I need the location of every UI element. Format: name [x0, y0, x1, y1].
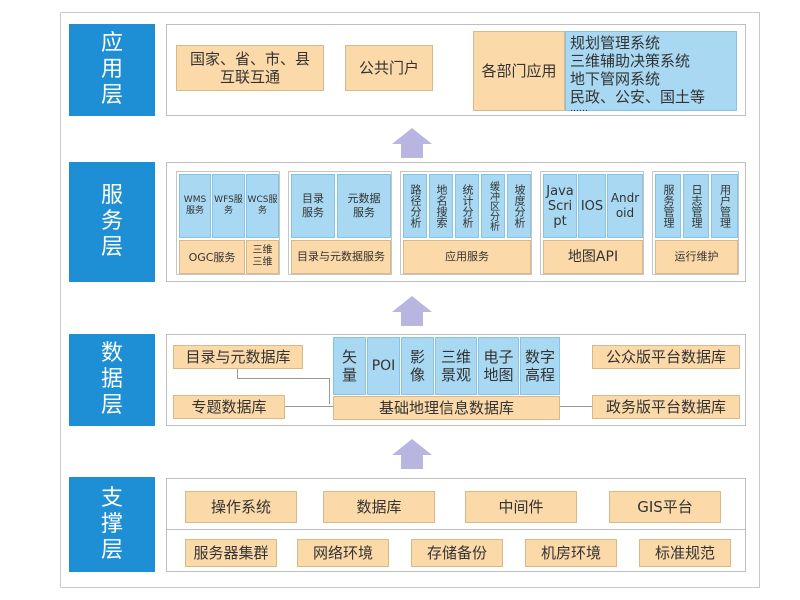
ogc-service-group: WMS服务 WFS服务 WCS服务 OGC服务 三维三维 — [176, 171, 280, 275]
catalog-service-label: 目录与元数据服务 — [291, 240, 391, 274]
wcs-service-box: WCS服务 — [246, 174, 279, 238]
service-management-box: 服务管理 — [655, 174, 681, 238]
ogc-service-label: OGC服务 — [179, 240, 245, 274]
operations-group: 服务管理 日志管理 用户管理 运行维护 — [652, 171, 739, 275]
operations-label: 运行维护 — [655, 240, 738, 274]
department-systems-list: 规划管理系统 三维辅助决策系统 地下管网系统 民政、公安、国土等 …… — [565, 31, 737, 114]
android-api-box: Android — [607, 174, 643, 238]
place-search-box: 地名搜索 — [429, 174, 453, 238]
javascript-api-box: Java Script — [543, 174, 577, 238]
connector-line — [560, 406, 592, 407]
metadata-service-box: 元数据服务 — [337, 174, 391, 238]
gis-platform-box: GIS平台 — [609, 491, 721, 523]
layer-label-support: 支撑层 — [69, 477, 155, 572]
statistics-analysis-box: 统计分析 — [455, 174, 479, 238]
catalog-service-group: 目录服务 元数据服务 目录与元数据服务 — [288, 171, 392, 275]
catalog-service-box: 目录服务 — [291, 174, 335, 238]
layer-label-service: 服务层 — [69, 162, 155, 282]
system-ellipsis: …… — [570, 104, 588, 114]
connector-line — [237, 378, 329, 379]
system-item: 地下管网系统 — [570, 70, 661, 88]
dem-data-box: 数字高程 — [520, 337, 560, 395]
system-item: 三维辅助决策系统 — [570, 52, 691, 70]
slope-analysis-box: 坡度分析 — [507, 174, 531, 238]
database-box: 数据库 — [323, 491, 435, 523]
three-d-landscape-box: 三维景观 — [435, 337, 477, 395]
public-platform-db: 公众版平台数据库 — [592, 345, 740, 369]
buffer-analysis-box: 缓冲区分析 — [481, 174, 505, 238]
poi-data-box: POI — [367, 337, 400, 395]
electronic-map-box: 电子地图 — [478, 337, 519, 395]
log-management-box: 日志管理 — [683, 174, 709, 238]
wfs-service-box: WFS服务 — [212, 174, 245, 238]
system-item: 规划管理系统 — [570, 34, 661, 52]
machine-room-box: 机房环境 — [525, 539, 617, 567]
support-divider — [167, 529, 745, 530]
thematic-db: 专题数据库 — [173, 395, 285, 419]
application-panel: 国家、省、市、县 互联互通 公共门户 各部门应用 规划管理系统 三维辅助决策系统… — [166, 24, 746, 116]
data-panel: 目录与元数据库 专题数据库 矢量 POI 影像 三维景观 电子地图 数字高程 基… — [166, 334, 746, 426]
standards-box: 标准规范 — [639, 539, 731, 567]
ios-api-box: IOS — [578, 174, 606, 238]
connector-line — [285, 406, 333, 407]
imagery-data-box: 影像 — [401, 337, 434, 395]
application-service-label: 应用服务 — [403, 240, 531, 274]
storage-backup-box: 存储备份 — [411, 539, 503, 567]
route-analysis-box: 路径分析 — [403, 174, 427, 238]
three-d-service-label: 三维三维 — [246, 240, 279, 274]
government-platform-db: 政务版平台数据库 — [592, 395, 740, 419]
middleware-box: 中间件 — [465, 491, 577, 523]
map-api-label: 地图API — [543, 240, 643, 274]
support-panel: 操作系统 数据库 中间件 GIS平台 服务器集群 网络环境 存储备份 机房环境 … — [166, 478, 746, 572]
layer-label-data: 数据层 — [69, 334, 155, 426]
user-management-box: 用户管理 — [711, 174, 738, 238]
public-portal-box: 公共门户 — [345, 45, 433, 91]
national-interconnect-box: 国家、省、市、县 互联互通 — [176, 45, 324, 91]
department-apps-group: 各部门应用 规划管理系统 三维辅助决策系统 地下管网系统 民政、公安、国土等 …… — [473, 31, 737, 114]
layer-label-application: 应用层 — [69, 24, 155, 116]
service-panel: WMS服务 WFS服务 WCS服务 OGC服务 三维三维 目录服务 元数据服务 … — [166, 162, 746, 282]
wms-service-box: WMS服务 — [179, 174, 211, 238]
connector-line — [237, 369, 238, 379]
os-box: 操作系统 — [185, 491, 297, 523]
system-item: 民政、公安、国土等 — [570, 88, 706, 106]
map-api-group: Java Script IOS Android 地图API — [540, 171, 644, 275]
vector-data-box: 矢量 — [333, 337, 366, 395]
department-apps-box: 各部门应用 — [473, 31, 565, 111]
network-env-box: 网络环境 — [297, 539, 389, 567]
base-geographic-db: 基础地理信息数据库 — [333, 396, 560, 420]
catalog-metadata-db: 目录与元数据库 — [173, 345, 303, 369]
application-service-group: 路径分析 地名搜索 统计分析 缓冲区分析 坡度分析 应用服务 — [400, 171, 532, 275]
connector-line — [329, 378, 330, 404]
server-cluster-box: 服务器集群 — [185, 539, 277, 567]
